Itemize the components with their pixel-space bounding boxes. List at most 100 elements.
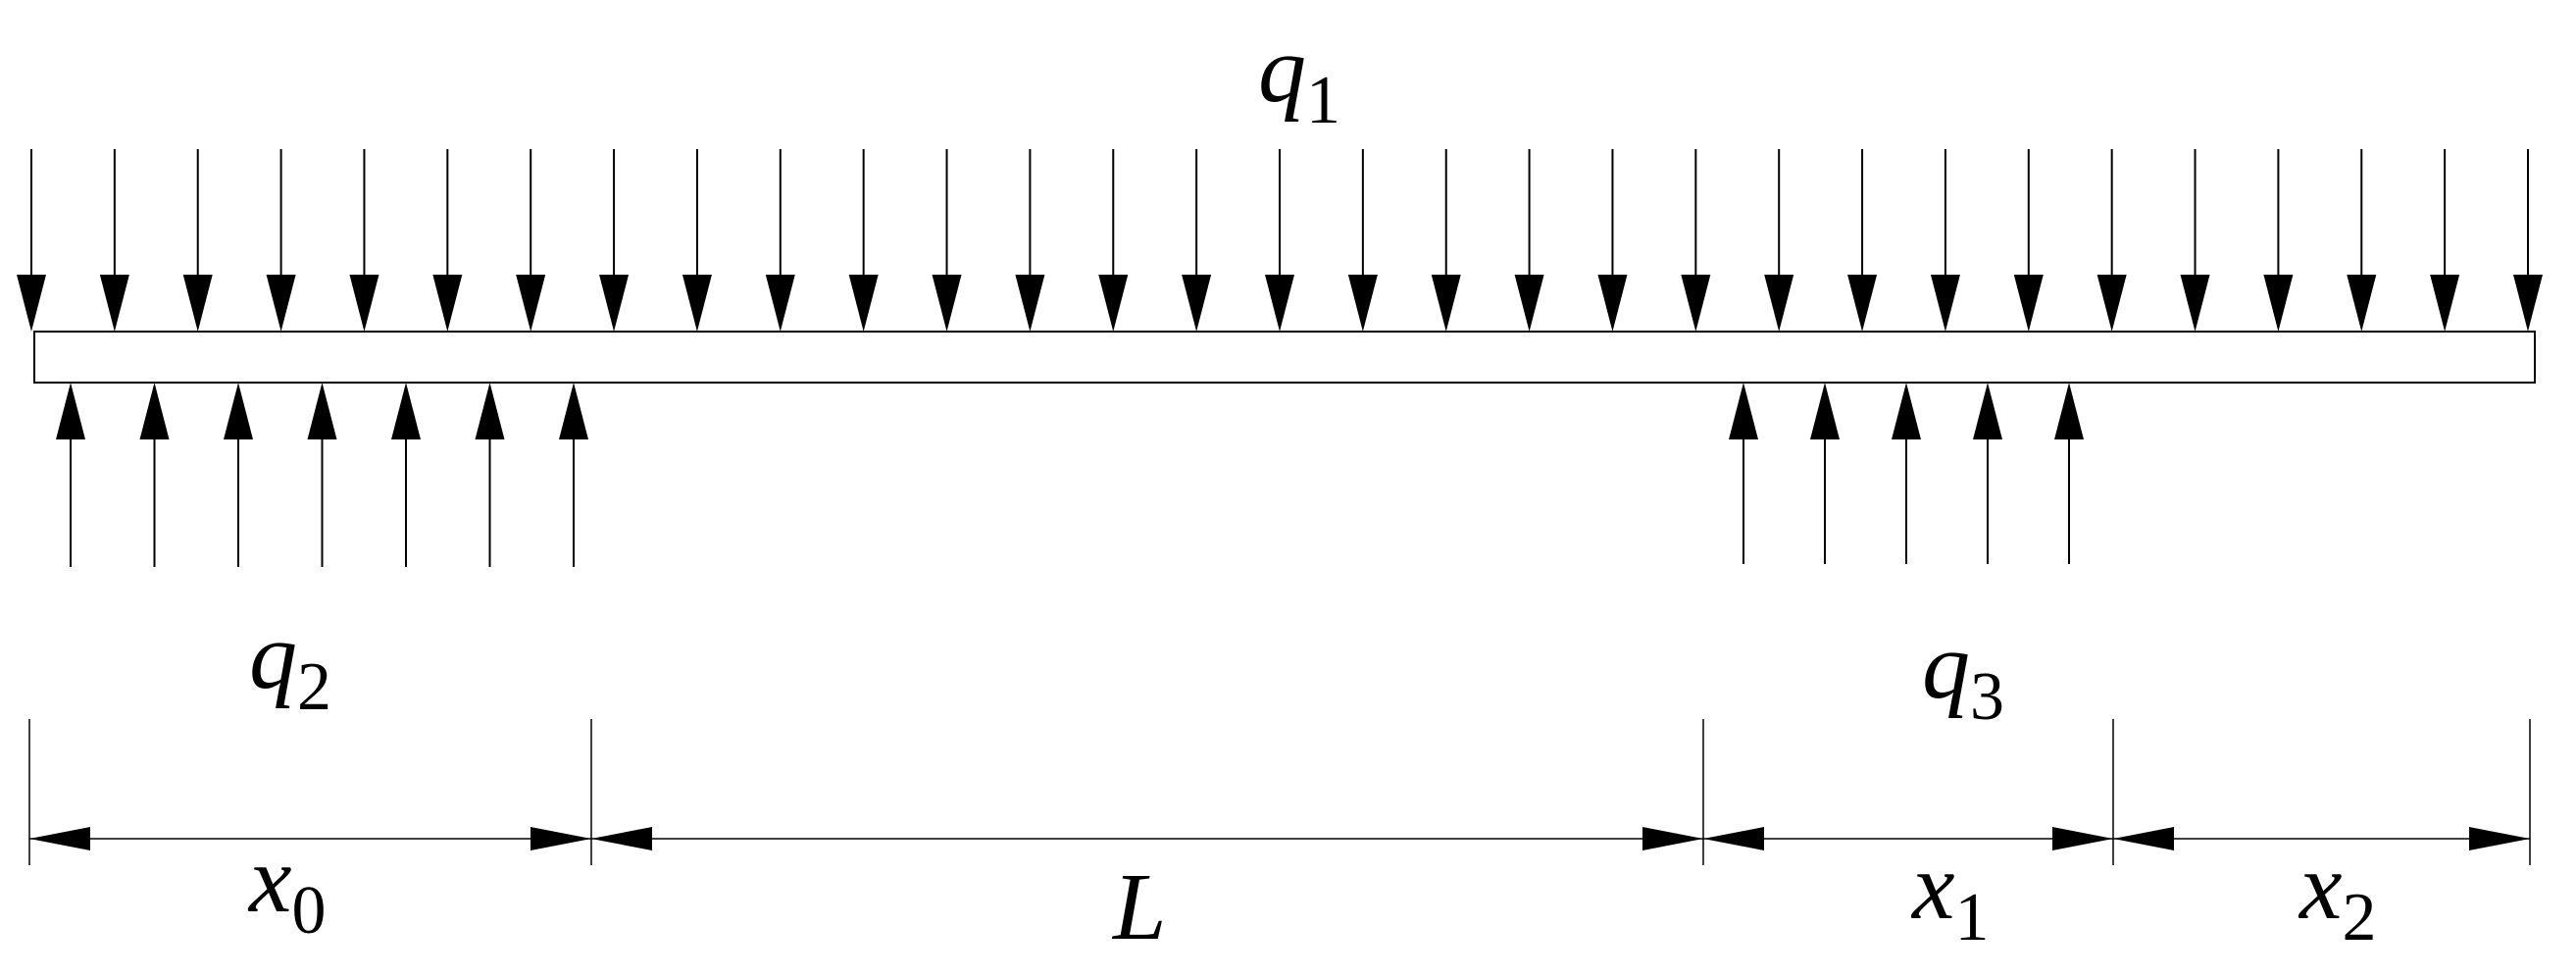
q1-arrow	[17, 149, 46, 332]
q2-arrow-head	[139, 383, 170, 439]
q1-arrow-head	[2263, 275, 2294, 332]
q1-arrow-head	[17, 275, 46, 332]
dimension-arrowhead-right	[2469, 827, 2530, 850]
q1-arrow-head	[2347, 275, 2377, 332]
dimension-segment	[1703, 827, 2113, 850]
q1-arrow-head	[1265, 275, 1294, 332]
q3-arrow	[1810, 383, 1840, 564]
q1-arrow-head	[1514, 275, 1544, 332]
dimension-segment	[2113, 827, 2530, 850]
label-q1: q1	[1258, 22, 1340, 135]
q1-arrow	[516, 149, 546, 332]
q2-arrow	[224, 383, 253, 567]
label-x1: x1	[1912, 839, 1990, 952]
beam	[33, 331, 2536, 384]
q1-arrow-head	[1431, 275, 1461, 332]
label-q1-base: q	[1258, 17, 1306, 123]
label-L-base: L	[1113, 854, 1167, 960]
q1-arrow	[1930, 149, 1960, 332]
q2-arrow-head	[559, 383, 588, 439]
label-x0-base: x	[249, 827, 292, 933]
label-x2-sub: 2	[2342, 880, 2377, 955]
q1-arrow-head	[1347, 275, 1378, 332]
q2-arrow	[307, 383, 337, 567]
q3-arrow-head	[1729, 383, 1758, 439]
q1-arrow-head	[682, 275, 712, 332]
q3-arrow-head	[1892, 383, 1921, 439]
dimension-arrowhead-left	[591, 827, 652, 850]
q1-arrow	[99, 149, 129, 332]
label-q2-sub: 2	[297, 649, 331, 725]
q1-arrow	[2180, 149, 2210, 332]
q1-arrow	[1347, 149, 1378, 332]
dimension-arrowhead-left	[1703, 827, 1764, 850]
q1-arrow	[1764, 149, 1794, 332]
q1-arrow	[1847, 149, 1878, 332]
q1-arrow	[2347, 149, 2377, 332]
q1-arrow-head	[349, 275, 379, 332]
q1-arrow-head	[99, 275, 129, 332]
q1-arrow-head	[765, 275, 795, 332]
q2-arrow-head	[224, 383, 253, 439]
label-x0-sub: 0	[291, 873, 327, 949]
dimension-arrowhead-right	[2052, 827, 2113, 850]
q3-distributed-load	[1729, 383, 2084, 564]
q1-arrow	[1265, 149, 1294, 332]
q3-arrow	[1729, 383, 1758, 564]
q1-arrow	[2430, 149, 2460, 332]
q1-arrow	[2096, 149, 2127, 332]
q1-arrow	[432, 149, 463, 332]
beam-body	[33, 331, 2536, 384]
q1-arrow-head	[432, 275, 463, 332]
q1-arrow	[599, 149, 630, 332]
label-q1-sub: 1	[1306, 63, 1340, 138]
q2-distributed-load	[56, 383, 588, 567]
q1-arrow-head	[2430, 275, 2460, 332]
dimension-segment	[591, 827, 1703, 850]
q1-arrow-head	[1182, 275, 1212, 332]
q2-arrow-head	[307, 383, 337, 439]
q1-arrow	[848, 149, 879, 332]
label-x2: x2	[2299, 839, 2377, 952]
q1-arrow	[765, 149, 795, 332]
q1-arrow	[1431, 149, 1461, 332]
q1-arrow	[1681, 149, 1711, 332]
q1-arrow-head	[182, 275, 213, 332]
q1-arrow-head	[1597, 275, 1628, 332]
dimension-lines	[28, 719, 2531, 865]
label-L: L	[1113, 859, 1167, 955]
q1-arrow-head	[848, 275, 879, 332]
q1-arrow	[1182, 149, 1212, 332]
q1-arrow	[2013, 149, 2044, 332]
label-x1-base: x	[1912, 834, 1955, 940]
q1-arrow-head	[1681, 275, 1711, 332]
q1-arrow-head	[1930, 275, 1960, 332]
q1-arrow-head	[1098, 275, 1129, 332]
q3-arrow	[1973, 383, 2002, 564]
q2-arrow-head	[56, 383, 85, 439]
dimension-arrowhead-left	[29, 827, 90, 850]
label-x0: x0	[249, 832, 327, 946]
q3-arrow	[1892, 383, 1921, 564]
label-q2: q2	[249, 608, 331, 722]
q2-arrow	[559, 383, 588, 567]
q1-arrow	[932, 149, 962, 332]
label-q2-base: q	[249, 603, 297, 709]
dimension-arrowhead-right	[1642, 827, 1703, 850]
label-q3-sub: 3	[1970, 659, 2004, 735]
q3-arrow-head	[2054, 383, 2084, 439]
q2-arrow	[475, 383, 505, 567]
q2-arrow-head	[391, 383, 421, 439]
q3-arrow-head	[1810, 383, 1840, 439]
q1-arrow-head	[2096, 275, 2127, 332]
q1-arrow-head	[1764, 275, 1794, 332]
dimension-segment	[29, 827, 591, 850]
q1-arrow-head	[2513, 275, 2543, 332]
q1-arrow-head	[1015, 275, 1045, 332]
q1-arrow-head	[1847, 275, 1878, 332]
q1-arrow	[1514, 149, 1544, 332]
q1-arrow-head	[2180, 275, 2210, 332]
q1-arrow	[1597, 149, 1628, 332]
q2-arrow-head	[475, 383, 505, 439]
